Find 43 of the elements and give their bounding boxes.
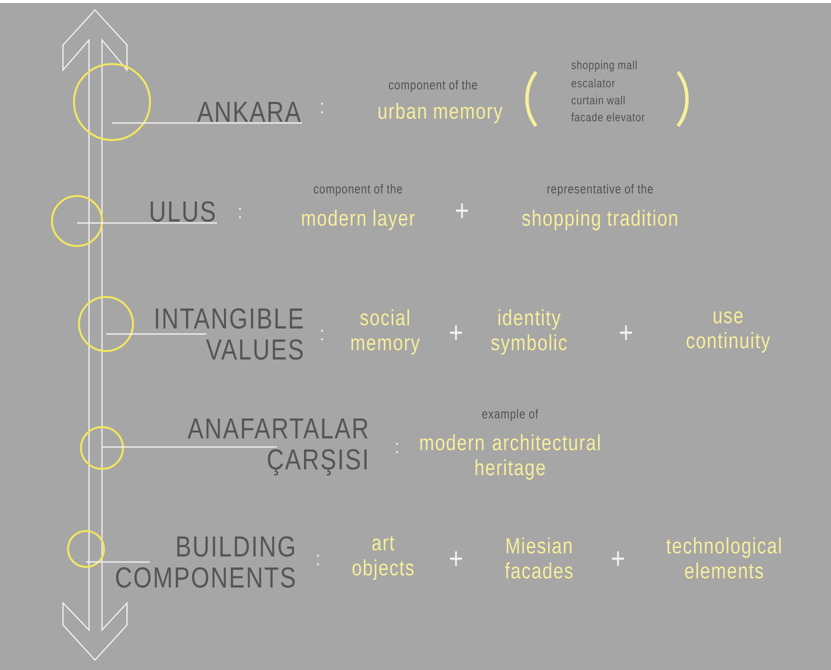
keyword-text: art objects — [352, 536, 414, 580]
leader-line — [77, 222, 217, 224]
colon-separator: : — [317, 554, 319, 566]
marker-circle — [67, 530, 105, 568]
keyword-text: modern architectural heritage — [420, 434, 600, 480]
keyword-text: urban memory — [378, 102, 502, 124]
marker-circle — [73, 63, 151, 141]
caption-text: representative of the — [547, 184, 653, 196]
keyword-text: shopping tradition — [522, 210, 678, 230]
heading-text: ANKARA — [197, 102, 301, 122]
marker-circle — [78, 296, 134, 352]
list-item: escalator — [572, 78, 615, 88]
leader-line — [106, 333, 206, 335]
list-item: shopping mall — [571, 60, 637, 72]
heading-text: ANAFARTALAR ÇARŞISI — [188, 418, 368, 476]
list-item: facade elevator — [571, 112, 645, 122]
plus-sign: + — [450, 325, 462, 340]
colon-separator: : — [239, 208, 241, 218]
caption-text: component of the — [388, 80, 478, 92]
marker-circle — [51, 195, 103, 247]
list-item: curtain wall — [572, 96, 625, 104]
caption-text: example of — [482, 408, 538, 422]
caption-text: component of the — [314, 184, 402, 196]
keyword-text: use continuity — [686, 311, 770, 353]
keyword-text: technological elements — [666, 537, 781, 579]
keyword-text: Miesian facades — [505, 537, 573, 579]
heading-text: INTANGIBLE VALUES — [156, 308, 303, 360]
keyword-text: modern layer — [302, 210, 415, 230]
colon-separator: : — [321, 330, 323, 340]
leader-line — [86, 561, 150, 563]
plus-sign: + — [620, 325, 632, 340]
colon-separator: : — [396, 442, 398, 454]
marker-circle — [80, 426, 124, 470]
colon-separator: : — [321, 102, 323, 114]
plus-sign: + — [612, 551, 624, 566]
plus-sign: + — [456, 203, 468, 218]
keyword-text: social memory — [351, 309, 420, 355]
leader-line — [112, 122, 302, 124]
plus-sign: + — [450, 551, 462, 566]
keyword-text: identity symbolic — [491, 309, 567, 355]
heading-text: ULUS — [150, 201, 215, 222]
leader-line — [102, 446, 277, 448]
heading-text: BUILDING COMPONENTS — [116, 536, 295, 588]
